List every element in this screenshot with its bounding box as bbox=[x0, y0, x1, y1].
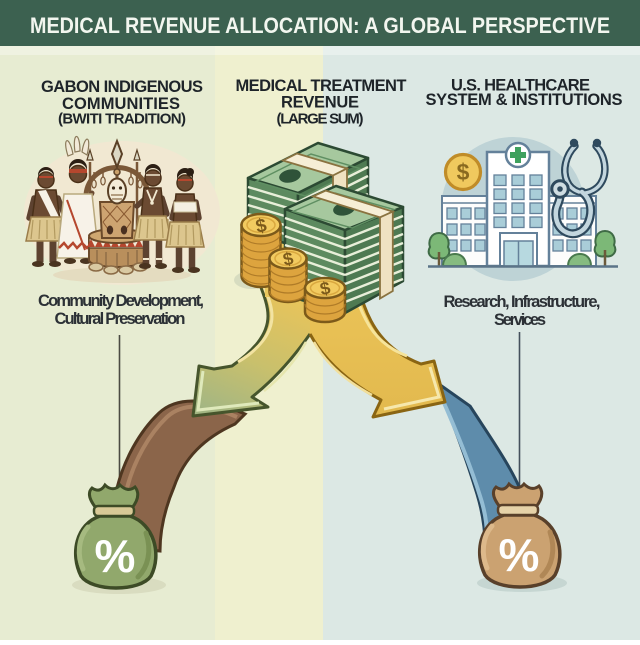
svg-text:MEDICAL REVENUE ALLOCATION: A: MEDICAL REVENUE ALLOCATION: A GLOBAL PER… bbox=[30, 13, 610, 38]
svg-text:%: % bbox=[499, 529, 540, 581]
svg-text:REVENUE: REVENUE bbox=[281, 94, 359, 112]
svg-text:GABON INDIGENOUS: GABON INDIGENOUS bbox=[41, 78, 203, 96]
svg-text:Community Development,: Community Development, bbox=[38, 292, 204, 310]
svg-text:(LARGE SUM): (LARGE SUM) bbox=[277, 111, 364, 128]
svg-text:U.S. HEALTHCARE: U.S. HEALTHCARE bbox=[451, 77, 590, 95]
svg-text:$: $ bbox=[254, 215, 269, 238]
svg-text:MEDICAL TREATMENT: MEDICAL TREATMENT bbox=[236, 77, 407, 95]
svg-text:Services: Services bbox=[494, 311, 546, 329]
svg-text:(BWITI TRADITION): (BWITI TRADITION) bbox=[58, 111, 186, 128]
svg-text:$: $ bbox=[457, 159, 470, 185]
svg-text:Cultural Preservation: Cultural Preservation bbox=[55, 310, 186, 328]
svg-text:%: % bbox=[95, 530, 136, 582]
svg-text:SYSTEM & INSTITUTIONS: SYSTEM & INSTITUTIONS bbox=[426, 91, 623, 109]
svg-text:$: $ bbox=[281, 248, 295, 270]
svg-text:COMMUNITIES: COMMUNITIES bbox=[62, 95, 180, 113]
svg-text:Research, Infrastructure,: Research, Infrastructure, bbox=[444, 293, 601, 311]
svg-text:$: $ bbox=[318, 278, 332, 300]
